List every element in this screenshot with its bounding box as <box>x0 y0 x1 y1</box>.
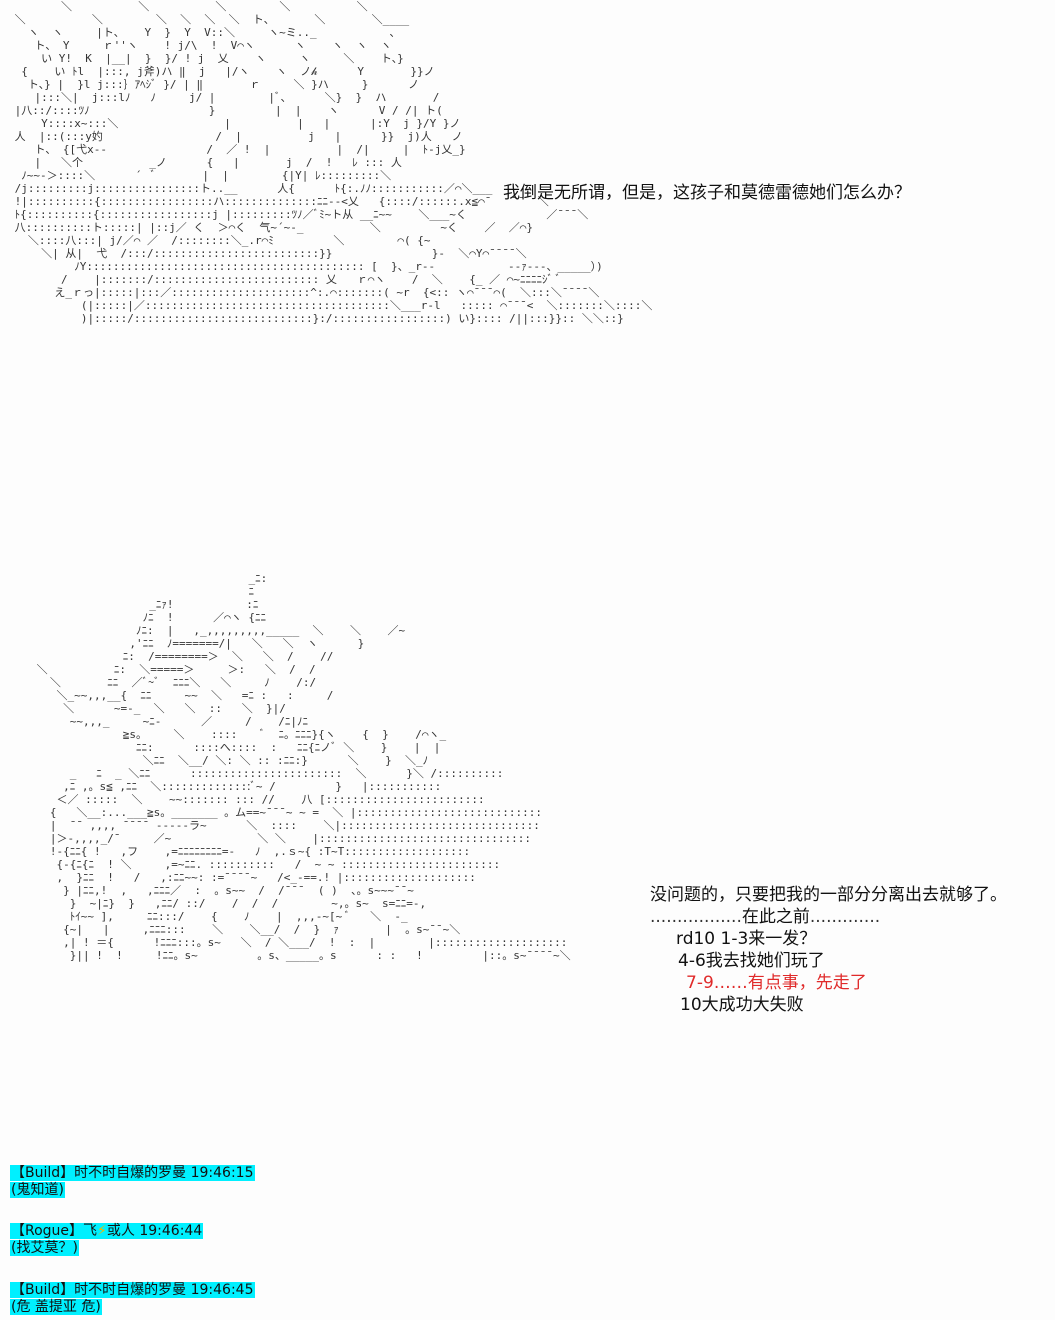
chat-entry-3: 【Build】时不时自爆的罗曼 19:46:45 (危 盖提亚 危) <box>10 1282 255 1316</box>
chat-message-text: (鬼知道) <box>10 1182 65 1198</box>
chat-tag: 【Build】 <box>11 1165 75 1181</box>
dialogue-line-6: 10大成功大失败 <box>680 995 804 1015</box>
chat-header-highlight: 【Build】时不时自爆的罗曼 19:46:45 <box>10 1282 255 1298</box>
chat-header-highlight: 【Build】时不时自爆的罗曼 19:46:15 <box>10 1165 255 1181</box>
chat-time: 19:46:15 <box>190 1165 254 1181</box>
lightning-icon: ⚡ <box>97 1223 107 1239</box>
dialogue-line-1: 没问题的，只要把我的一部分分离出去就够了。 <box>650 885 1007 905</box>
chat-message-text: (找艾莫？) <box>10 1240 79 1256</box>
chat-message: (找艾莫？) <box>10 1240 203 1257</box>
chat-tag: 【Rogue】 <box>11 1223 84 1239</box>
chat-username: 时不时自爆的罗曼 <box>74 1282 187 1298</box>
chat-entry-1: 【Build】时不时自爆的罗曼 19:46:15 (鬼知道) <box>10 1165 255 1199</box>
chat-message-text: (危 盖提亚 危) <box>10 1299 102 1315</box>
chat-entry-2: 【Rogue】飞⚡或人 19:46:44 (找艾莫？) <box>10 1223 204 1257</box>
dialogue-top: 我倒是无所谓，但是，这孩子和莫德雷德她们怎么办？ <box>503 183 911 203</box>
chat-message: (危 盖提亚 危) <box>10 1299 255 1316</box>
dialogue-line-4: 4-6我去找她们玩了 <box>678 951 825 971</box>
dialogue-line-2: .................在此之前............. <box>650 907 881 927</box>
chat-username-suffix: 或人 <box>106 1223 135 1239</box>
dialogue-line-3: rd10 1-3来一发？ <box>676 929 817 949</box>
chat-message: (鬼知道) <box>10 1182 255 1199</box>
chat-header: 【Build】时不时自爆的罗曼 19:46:45 <box>10 1282 255 1299</box>
chat-time: 19:46:44 <box>139 1223 203 1239</box>
chat-header: 【Build】时不时自爆的罗曼 19:46:15 <box>10 1165 255 1182</box>
chat-time: 19:46:45 <box>190 1282 254 1298</box>
chat-header-highlight: 【Rogue】飞⚡或人 19:46:44 <box>10 1223 204 1239</box>
chat-username: 时不时自爆的罗曼 <box>74 1165 187 1181</box>
chat-tag: 【Build】 <box>11 1282 75 1298</box>
dialogue-line-5: 7-9……有点事，先走了 <box>686 973 867 993</box>
chat-header: 【Rogue】飞⚡或人 19:46:44 <box>10 1223 204 1240</box>
ascii-art-bottom: _ﾆ: ﾆ _ﾆｧ! :ﾆ ﾉﾆ ! ／⌒ヽ {ﾆﾆ ﾉﾆ: | ,_,,,,,… <box>36 572 571 962</box>
chat-username-prefix: 飞 <box>83 1223 98 1239</box>
dialogue-line-2-text: 在此之前 <box>741 907 810 927</box>
ascii-art-top: ＼ ＼ ＼ ＼ ＼ ＼ ＼ ＼ ＼ ＼ ＼ ト、 ＼ ＼____ ヽ ヽ |ト、… <box>14 0 653 325</box>
